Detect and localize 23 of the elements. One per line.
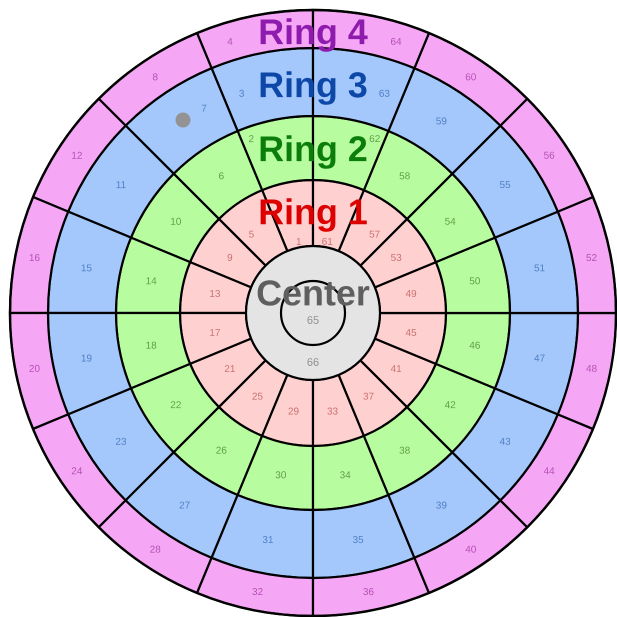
ring-segment: 19	[46, 312, 132, 416]
ring-segment: 51	[494, 210, 580, 314]
ring-segment: 30	[236, 434, 314, 512]
ring-segment: 16	[8, 196, 70, 314]
ring-segment: 52	[556, 196, 617, 314]
ring-segment: 14	[114, 236, 192, 314]
ring-segment: 31	[210, 494, 314, 580]
ring-segment: 35	[312, 494, 416, 580]
ring-segment: 20	[8, 312, 70, 430]
node-label: 32	[252, 588, 263, 596]
node-label: 36	[363, 588, 374, 596]
node-label: 52	[586, 254, 597, 262]
ring-segment: 46	[434, 312, 512, 390]
ring-segment: 47	[494, 312, 580, 416]
ring-segment: 34	[312, 434, 390, 512]
ring-segment: 10	[130, 172, 220, 264]
node-label: 48	[586, 364, 597, 372]
ring-segment: 36	[312, 556, 430, 617]
ring-segment: 50	[434, 236, 512, 314]
ring-segment: 15	[46, 210, 132, 314]
ring-segment: 32	[196, 556, 314, 617]
ring-segment: 48	[556, 312, 617, 430]
ring-segment: 18	[114, 312, 192, 390]
